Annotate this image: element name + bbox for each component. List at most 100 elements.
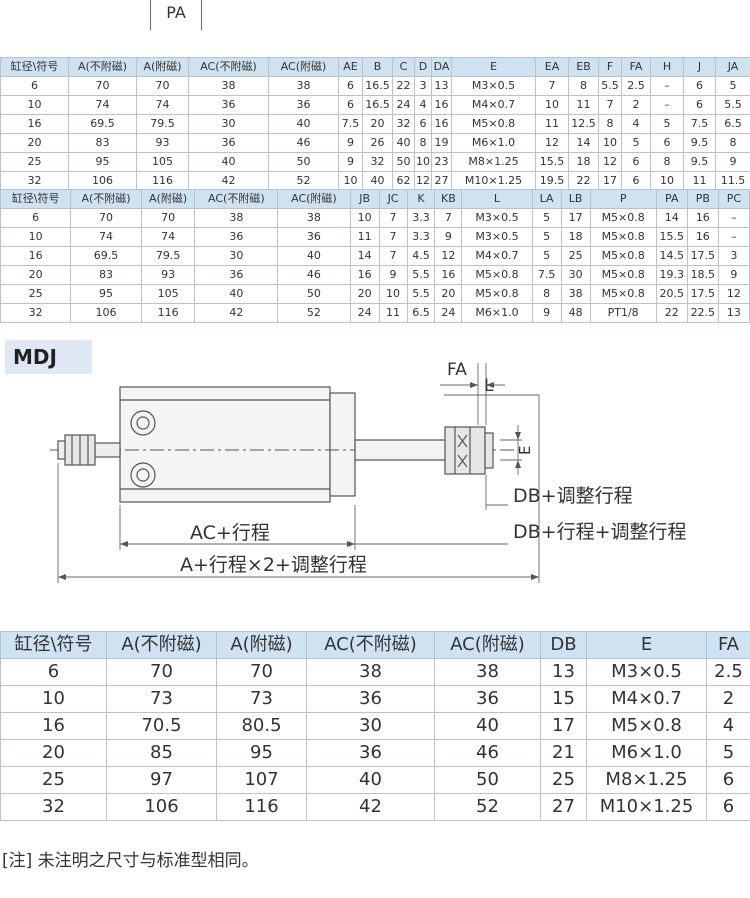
table-header-cell: DB <box>540 631 587 659</box>
table-cell: 18 <box>568 152 599 172</box>
table-cell: 13 <box>431 76 452 96</box>
table-cell: 11 <box>683 171 716 191</box>
table-cell: 42 <box>188 171 269 191</box>
table-cell: 4 <box>621 114 651 134</box>
table-cell: 17.5 <box>686 284 719 304</box>
table-cell: 106 <box>106 793 217 821</box>
table-cell: 50 <box>392 152 415 172</box>
table-cell: 25 <box>0 284 72 304</box>
table-header-cell: LA <box>531 189 562 209</box>
table-cell: M5×0.8 <box>586 712 707 740</box>
section-title: MDJ <box>5 340 92 374</box>
table-cell: 36 <box>188 95 269 115</box>
table-header-cell: AC(附磁) <box>434 631 541 659</box>
table-cell: 3 <box>717 246 750 266</box>
table-cell: 116 <box>136 171 189 191</box>
l-dim-label: L <box>484 376 494 396</box>
table-cell: 7 <box>535 76 569 96</box>
table-cell: 16 <box>686 227 719 247</box>
table-cell: 9.5 <box>683 133 716 153</box>
table-header-cell: A(不附磁) <box>106 631 217 659</box>
table-cell: 17 <box>598 171 622 191</box>
table-cell: 5 <box>715 76 750 96</box>
table-cell: – <box>650 76 684 96</box>
table-cell: 116 <box>140 303 196 323</box>
table-cell: 19.3 <box>655 265 688 285</box>
table-cell: 16 <box>0 114 69 134</box>
table-cell: 24 <box>392 95 415 115</box>
table-cell: 16 <box>0 246 72 266</box>
table-cell: 93 <box>140 265 196 285</box>
table-cell: 5 <box>531 227 562 247</box>
table-cell: 95 <box>68 152 137 172</box>
table-cell: 8 <box>715 133 750 153</box>
db-adjust-label: DB+调整行程 <box>513 485 633 507</box>
table-cell: 20.5 <box>655 284 688 304</box>
table-cell: 105 <box>140 284 196 304</box>
table-cell: 74 <box>70 227 142 247</box>
table-cell: 10 <box>338 171 363 191</box>
table-header-cell: K <box>406 189 436 209</box>
table-cell: 10 <box>0 227 72 247</box>
table-cell: 40 <box>392 133 415 153</box>
table-cell: 106 <box>68 171 137 191</box>
table-cell: 38 <box>434 658 541 686</box>
table-cell: M8×1.25 <box>586 766 707 794</box>
table-cell: 83 <box>68 133 137 153</box>
table-cell: 8 <box>598 114 622 134</box>
table-cell: 4.5 <box>406 246 436 266</box>
table-cell: 25 <box>0 152 69 172</box>
table-cell: 16 <box>434 265 463 285</box>
table-cell: 26 <box>362 133 393 153</box>
table-cell: 74 <box>68 95 137 115</box>
table-cell: 36 <box>434 685 541 713</box>
table-cell: 46 <box>434 739 541 767</box>
table-cell: 7 <box>378 208 408 228</box>
table-header-cell: FA <box>706 631 750 659</box>
table-cell: 12 <box>414 171 432 191</box>
table-header-cell: PB <box>686 189 719 209</box>
table-cell: 12 <box>717 284 750 304</box>
table-cell: 19.5 <box>535 171 569 191</box>
table-cell: 23 <box>431 152 452 172</box>
table-cell: 85 <box>106 739 217 767</box>
table-cell: M5×0.8 <box>589 265 657 285</box>
table-cell: 18.5 <box>686 265 719 285</box>
table-cell: M5×0.8 <box>589 208 657 228</box>
table-cell: 50 <box>434 766 541 794</box>
table-cell: 12.5 <box>568 114 599 134</box>
table-cell: 30 <box>188 114 269 134</box>
table-cell: M10×1.25 <box>586 793 707 821</box>
pa-label: PA <box>166 3 186 22</box>
table-cell: 5 <box>650 114 684 134</box>
table-cell: 6 <box>621 171 651 191</box>
table-cell: 20 <box>0 133 69 153</box>
table-cell: 6 <box>706 766 750 794</box>
table-cell: 7.5 <box>531 265 562 285</box>
table-cell: 42 <box>194 303 279 323</box>
table-cell: 13 <box>540 658 587 686</box>
table-cell: 10 <box>598 133 622 153</box>
table-cell: 52 <box>434 793 541 821</box>
table-cell: 5.5 <box>715 95 750 115</box>
table-cell: 14 <box>568 133 599 153</box>
table-cell: 10 <box>349 208 380 228</box>
table-cell: 18 <box>560 227 591 247</box>
table-cell: 70 <box>106 658 217 686</box>
table-cell: M4×0.7 <box>586 685 707 713</box>
table-cell: 5 <box>706 739 750 767</box>
table-cell: 46 <box>277 265 351 285</box>
table-cell: M6×1.0 <box>451 133 536 153</box>
table-cell: 30 <box>194 246 279 266</box>
table-cell: 40 <box>434 712 541 740</box>
table-cell: 40 <box>268 114 339 134</box>
table-cell: 5 <box>531 246 562 266</box>
table-cell: 40 <box>194 284 279 304</box>
table-cell: 20 <box>362 114 393 134</box>
